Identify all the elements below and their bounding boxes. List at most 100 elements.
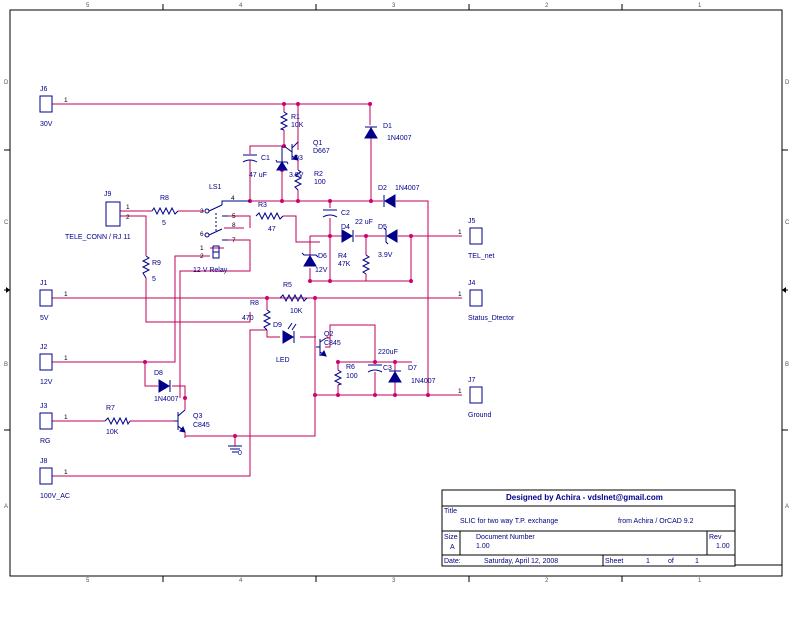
- j7-ref: J7: [468, 377, 476, 384]
- ls1-pin-5: 5: [232, 213, 236, 220]
- q3-value: C845: [193, 422, 210, 429]
- connector-j4: J4 1 Status_Dtector: [458, 280, 515, 322]
- j3-ref: J3: [40, 403, 48, 410]
- j6-name: 30V: [40, 121, 53, 128]
- connector-j3: J3 1 RG: [39, 403, 68, 445]
- r6-ref: R6: [346, 364, 355, 371]
- resistor-r8-5: R8 5: [151, 195, 179, 227]
- q3-ref: Q3: [193, 413, 202, 420]
- j4-name: Status_Dtector: [468, 315, 515, 322]
- zone-col-4: 2: [545, 3, 549, 9]
- zone-col-5-bottom: 1: [698, 578, 702, 584]
- j4-ref: J4: [468, 280, 476, 287]
- diode-d4: D4: [341, 224, 354, 243]
- j7-name: Ground: [468, 412, 491, 419]
- led-d9: D9 LED: [273, 322, 297, 364]
- transistor-q3: Q3 C845: [174, 409, 210, 433]
- r5-value: 10K: [290, 308, 303, 315]
- resistor-r4: R4 47K: [338, 253, 371, 275]
- j3-pin: 1: [64, 414, 68, 421]
- resistor-r7: R7 10K: [104, 405, 131, 436]
- r8b-value: 470: [242, 315, 254, 322]
- zone-row-c-right: C: [785, 220, 790, 226]
- ls1-pin-8: 8: [232, 222, 236, 229]
- resistor-r8-470: R8 470: [242, 300, 272, 331]
- j5-pin: 1: [458, 229, 462, 236]
- resistor-r3: R3 47: [255, 202, 284, 233]
- d9-value: LED: [276, 357, 290, 364]
- d4-ref: D4: [341, 224, 350, 231]
- d8-ref: D8: [154, 370, 163, 377]
- j3-name: RG: [40, 438, 51, 445]
- r2-ref: R2: [314, 171, 323, 178]
- j6-pin: 1: [64, 97, 68, 104]
- r9-ref: R9: [152, 260, 161, 267]
- j8-pin: 1: [64, 469, 68, 476]
- resistor-r1: R1 10K: [279, 111, 304, 131]
- j7-pin: 1: [458, 388, 462, 395]
- r8a-value: 5: [162, 220, 166, 227]
- ls1-pin-4: 4: [231, 195, 235, 202]
- relay-ls1: LS1 4 3 5 8 6 7 1 2 12 V Relay: [193, 184, 250, 274]
- ls1-pin-1: 1: [200, 245, 204, 252]
- r1-ref: R1: [291, 114, 300, 121]
- d7-ref: D7: [408, 365, 417, 372]
- drawing-frame: [4, 4, 788, 582]
- zone-col-3-bottom: 3: [392, 578, 396, 584]
- r3-value: 47: [268, 226, 276, 233]
- r1-value: 10K: [291, 122, 304, 129]
- r3-ref: R3: [258, 202, 267, 209]
- connector-j2: J2 1 12V: [39, 344, 68, 386]
- r2-value: 100: [314, 179, 326, 186]
- zone-row-a: A: [4, 504, 8, 510]
- j1-pin: 1: [64, 291, 68, 298]
- capacitor-c1: C1 47 uF: [242, 154, 270, 179]
- transistor-q1: Q1 D667: [283, 140, 330, 161]
- c2-ref: C2: [341, 210, 350, 217]
- c2-value: 22 uF: [355, 219, 373, 226]
- connector-j8: J8 1 100V_AC: [39, 458, 70, 500]
- transistor-q2: Q2 C845: [316, 331, 341, 357]
- ls1-ref: LS1: [209, 184, 222, 191]
- rev-value: 1.00: [716, 543, 730, 550]
- resistor-r6: R6 100: [333, 364, 358, 386]
- document-number-label: Document Number: [476, 534, 535, 541]
- wires: [52, 103, 462, 477]
- zone-row-d: D: [4, 80, 9, 86]
- zone-col-2: 4: [239, 3, 243, 9]
- q1-ref: Q1: [313, 140, 322, 147]
- connector-j1: J1 1 5V: [39, 280, 68, 322]
- d8-value: 1N4007: [154, 396, 179, 403]
- r9-value: 5: [152, 276, 156, 283]
- ls1-value: 12 V Relay: [193, 267, 228, 274]
- zener-diode-d6: D6 12V: [301, 252, 328, 274]
- sheet-number: 1: [646, 558, 650, 565]
- zone-row-b-right: B: [785, 362, 789, 368]
- date-label: Date:: [444, 558, 461, 565]
- j8-ref: J8: [40, 458, 48, 465]
- date-value: Saturday, April 12, 2008: [484, 558, 558, 565]
- j2-ref: J2: [40, 344, 48, 351]
- connector-j7: J7 1 Ground: [458, 377, 491, 419]
- r8b-ref: R8: [250, 300, 259, 307]
- resistor-r5: R5 10K: [279, 282, 308, 315]
- r7-ref: R7: [106, 405, 115, 412]
- r4-value: 47K: [338, 261, 351, 268]
- connector-j6: J6 1 30V: [39, 86, 68, 128]
- gnd-value: 0: [238, 450, 242, 457]
- connector-j5: J5 1 TEL_net: [458, 218, 495, 260]
- connector-j9: J9 1 2 TELE_CONN / RJ 11: [65, 191, 131, 241]
- diode-d2: D2 1N4007: [378, 185, 420, 208]
- title-block: Designed by Achira - vdslnet@gmail.com T…: [441, 489, 782, 567]
- ls1-pin-6: 6: [200, 231, 204, 238]
- resistor-r2: R2 100: [293, 169, 326, 191]
- j9-name: TELE_CONN / RJ 11: [65, 234, 131, 241]
- of-label: of: [668, 558, 674, 565]
- sheet-total: 1: [695, 558, 699, 565]
- capacitor-c2: C2 22 uF: [322, 209, 373, 226]
- c3-value: 220uF: [378, 349, 398, 356]
- zener-diode-d5: D5 3.9V: [378, 224, 398, 259]
- r5-ref: R5: [283, 282, 292, 289]
